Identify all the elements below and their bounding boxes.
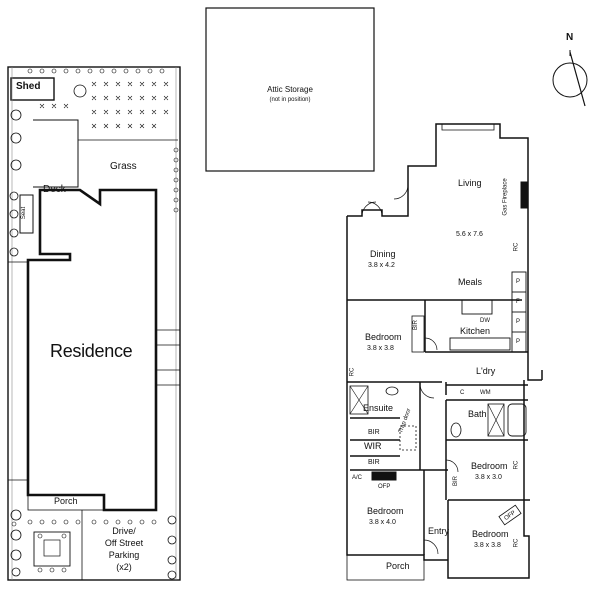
bir-label: BIR	[368, 429, 380, 436]
residence-label: Residence	[50, 341, 133, 361]
gas-fireplace	[520, 181, 529, 209]
deck-outline	[33, 119, 79, 188]
meals-label: Meals	[458, 277, 483, 287]
laundry-label: L'dry	[476, 366, 496, 376]
rc-bedroom1: RC	[349, 367, 356, 377]
bir-bedroom2: BIR	[453, 475, 460, 487]
rc-living: RC	[513, 242, 520, 252]
garden-bed	[33, 531, 71, 567]
pantry-2: P	[516, 319, 521, 325]
toilet	[450, 422, 462, 438]
ofp-bedroom3	[371, 471, 397, 481]
deck-seat	[19, 194, 34, 234]
bath-tub	[507, 403, 527, 437]
shed-label: Shed	[16, 81, 41, 92]
door-swings	[361, 184, 459, 555]
garden-trees	[9, 84, 177, 580]
fridge-label: F	[516, 299, 520, 305]
hedge	[11, 68, 179, 573]
deck-label: Deck	[43, 184, 66, 195]
grass-label: Grass	[110, 161, 137, 172]
shed	[10, 77, 55, 101]
entry-label: Entry	[428, 526, 450, 536]
bedroom3-label: Bedroom	[367, 506, 404, 516]
trap-door	[399, 425, 417, 451]
ac-label: A/C	[352, 475, 363, 481]
porch-floor	[346, 554, 425, 581]
ensuite-label: Ensuite	[363, 403, 394, 413]
bedroom3-dims: 3.8 x 4.0	[369, 519, 396, 526]
attic-note: (not in position)	[269, 97, 311, 103]
rc-bedroom2: RC	[513, 460, 520, 470]
bath-label: Bath	[468, 409, 487, 419]
dining-dims: 3.8 x 4.2	[368, 262, 395, 269]
compass-north-label: N	[566, 32, 574, 43]
flower-garden	[39, 81, 169, 129]
site-porch-label: Porch	[54, 496, 78, 506]
pantry-3: P	[516, 339, 521, 345]
drive-label-2: Off Street	[104, 538, 144, 548]
bedroom2-label: Bedroom	[471, 461, 508, 471]
kitchen-label: Kitchen	[460, 326, 491, 336]
kitchen-island	[461, 299, 493, 315]
dw-label: DW	[480, 318, 490, 324]
rc-bedroom4: RC	[513, 538, 520, 548]
bir-lower-label: BIR	[368, 459, 380, 466]
bedroom1-label: Bedroom	[365, 332, 402, 342]
ofp-bedroom3-label: OFP	[378, 484, 391, 490]
seat-label: Seat	[21, 206, 28, 220]
wir-label: WIR	[364, 441, 382, 451]
drive-label-1: Drive/	[112, 526, 136, 536]
bedroom2-dims: 3.8 x 3.0	[475, 474, 502, 481]
ensuite-shower	[349, 385, 369, 415]
bedroom1-dims: 3.8 x 3.8	[367, 345, 394, 352]
bedroom4-label: Bedroom	[472, 529, 509, 539]
living-bay-window	[436, 123, 495, 131]
compass	[552, 50, 588, 107]
attic-title: Attic Storage	[267, 85, 313, 94]
drive-label-3: Parking	[108, 550, 140, 560]
kitchen-bench	[449, 337, 511, 351]
floor-porch-label: Porch	[386, 561, 410, 571]
bir-top-label: BIR	[413, 319, 420, 331]
porch	[27, 494, 105, 511]
gas-fireplace-label: Gas Fireplace	[502, 178, 509, 216]
drive-label-4: (x2)	[116, 562, 132, 572]
living-dims: 5.6 x 7.6	[456, 231, 483, 238]
wm-label: WM	[480, 390, 491, 396]
attic-storage	[205, 7, 375, 172]
c-label: C	[460, 390, 465, 396]
dining-label: Dining	[370, 249, 396, 259]
living-label: Living	[458, 178, 482, 188]
site-boundary	[7, 66, 181, 581]
pantry-1: P	[516, 279, 521, 285]
bedroom4-dims: 3.8 x 3.8	[474, 542, 501, 549]
